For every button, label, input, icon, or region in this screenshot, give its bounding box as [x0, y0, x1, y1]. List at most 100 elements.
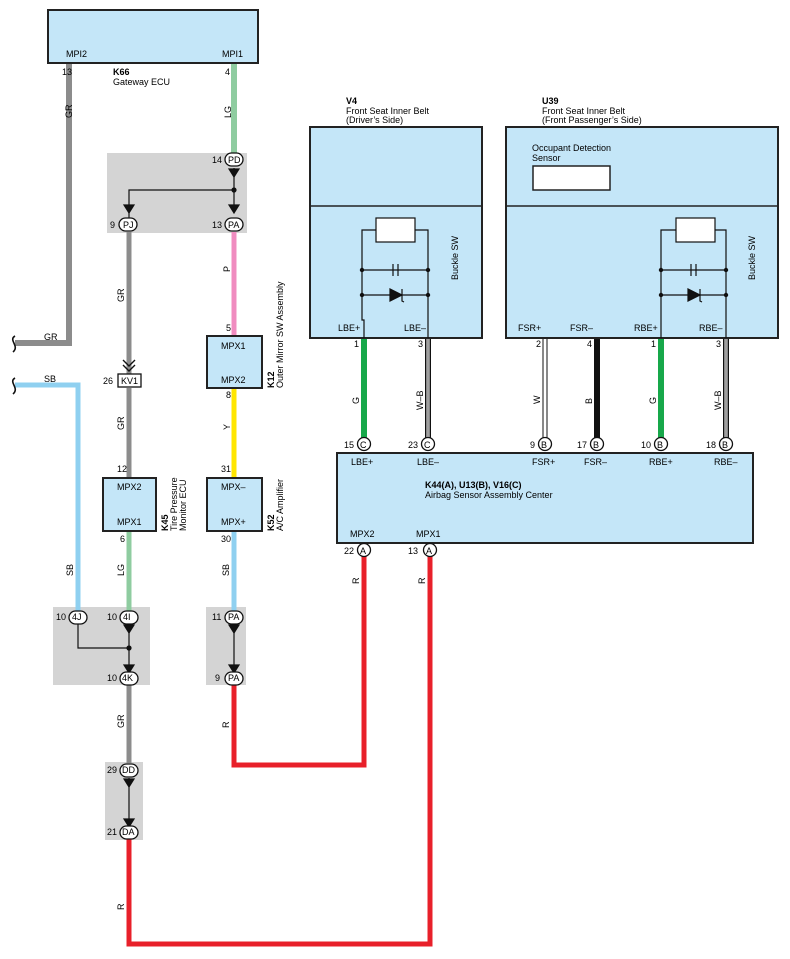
pd-connector-label: PD	[228, 155, 241, 165]
airbag-conn-num-9: 9	[530, 440, 535, 450]
u39-line1: Front Seat Inner Belt	[542, 106, 626, 116]
jc-4k-label: 4K	[122, 673, 133, 683]
jc-4i-label: 4I	[123, 612, 131, 622]
k45-box	[102, 477, 157, 532]
airbag-pin-rbe-plus: RBE+	[649, 457, 673, 467]
u39-box	[505, 126, 779, 339]
airbag-pin-rbe-minus: RBE–	[714, 457, 738, 467]
wire-r-pa	[231, 556, 367, 768]
kv1-chevron-icon	[122, 359, 136, 372]
k52-name: A/C Amplifier	[275, 479, 285, 531]
airbag-conn-num-10: 10	[641, 440, 651, 450]
pj-connector-label: PJ	[123, 220, 134, 230]
occupant-sensor-box	[532, 165, 611, 191]
airbag-conn-letter-a2: A	[426, 546, 432, 556]
pd-pin-num: 14	[212, 155, 222, 165]
u39-line2: (Front Passenger’s Side)	[542, 115, 642, 125]
jc-4k-pin-num: 10	[107, 673, 117, 683]
airbag-pin-mpx2: MPX2	[350, 529, 375, 539]
u39-pin-fsr-minus: FSR–	[570, 323, 593, 333]
junction-dd-wiring	[122, 778, 136, 829]
k12-name: Outer Mirror SW Assembly	[275, 281, 285, 388]
k45-pin-mpx1: MPX1	[117, 517, 142, 527]
wire-label-sb-4j: SB	[65, 564, 75, 576]
k52-pin-mpx-plus: MPX+	[221, 517, 246, 527]
k66-code: K66	[113, 67, 130, 77]
v4-pin-num-1: 1	[354, 339, 359, 349]
u39-pin-num-4: 4	[587, 339, 592, 349]
junction-top-wiring	[122, 168, 241, 218]
wire-label-lg-k45: LG	[116, 564, 126, 576]
airbag-pin-fsr-plus: FSR+	[532, 457, 555, 467]
k45-code: K45	[160, 514, 170, 531]
v4-switch-label: Buckle SW	[450, 235, 460, 280]
jc-da-pin-num: 21	[107, 827, 117, 837]
ecu-k66-box	[47, 9, 259, 64]
jc-k52-pa2-pin-num: 9	[215, 673, 220, 683]
k45-pin-num-6: 6	[120, 534, 125, 544]
k12-pin-mpx2: MPX2	[221, 375, 246, 385]
airbag-pin-fsr-minus: FSR–	[584, 457, 607, 467]
airbag-conn-letter-c2: C	[424, 440, 431, 450]
wire-label-p-pa: P	[222, 266, 232, 272]
wire-label-lg-k66: LG	[223, 106, 233, 118]
airbag-pin-mpx1: MPX1	[416, 529, 441, 539]
jc-da-label: DA	[122, 827, 135, 837]
wire-label-gr-kv1: GR	[116, 416, 126, 430]
jc-dd-label: DD	[122, 765, 135, 775]
wire-label-r-da: R	[116, 903, 126, 910]
k12-code: K12	[266, 371, 276, 388]
wire-label-wb-rbe: W–B	[713, 390, 723, 410]
wire-gr-k66	[15, 64, 72, 346]
u39-pin-num-2: 2	[536, 339, 541, 349]
k45-line2: Monitor ECU	[178, 479, 188, 531]
u39-pin-num-1: 1	[651, 339, 656, 349]
jc-k52-pa1-label: PA	[228, 612, 239, 622]
v4-line1: Front Seat Inner Belt	[346, 106, 430, 116]
k45-line1: Tire Pressure	[169, 477, 179, 531]
u39-sensor-line1: Occupant Detection	[532, 143, 611, 153]
airbag-conn-num-18: 18	[706, 440, 716, 450]
k66-name: Gateway ECU	[113, 77, 170, 87]
airbag-conn-num-22: 22	[344, 546, 354, 556]
wire-break-gr	[11, 335, 17, 353]
jc-k52-pa1-pin-num: 11	[212, 612, 221, 622]
airbag-conn-letter-c1: C	[360, 440, 367, 450]
wire-label-r-mpx1: R	[417, 577, 427, 584]
wire-sb-left	[15, 382, 81, 612]
airbag-conn-letter-b1: B	[541, 440, 547, 450]
u39-sensor-line2: Sensor	[532, 153, 561, 163]
v4-pin-lbe-plus: LBE+	[338, 323, 360, 333]
k66-pin-mpi2: MPI2	[66, 49, 87, 59]
airbag-conn-num-13: 13	[408, 546, 418, 556]
k52-box	[206, 477, 263, 532]
wire-label-g-lbe: G	[351, 397, 361, 404]
kv1-pin-num: 26	[103, 376, 113, 386]
u39-pin-rbe-plus: RBE+	[634, 323, 658, 333]
junction-k52-wiring	[227, 624, 241, 675]
airbag-conn-num-15: 15	[344, 440, 354, 450]
u39-pin-num-3: 3	[716, 339, 721, 349]
wire-label-gr-left: GR	[44, 332, 58, 342]
wire-label-gr-k66: GR	[64, 104, 74, 118]
wire-label-y-k12: Y	[222, 424, 232, 430]
wire-label-w-fsr: W	[532, 395, 542, 404]
airbag-pin-lbe-plus: LBE+	[351, 457, 373, 467]
u39-pin-rbe-minus: RBE–	[699, 323, 723, 333]
buckle-switch-u39	[658, 217, 729, 338]
k12-box	[206, 335, 263, 389]
airbag-conn-letter-b2: B	[593, 440, 599, 450]
v4-pin-num-3: 3	[418, 339, 423, 349]
wire-r-da	[126, 556, 433, 947]
wire-label-wb-lbe: W–B	[415, 390, 425, 410]
k45-pin-num-12: 12	[117, 464, 127, 474]
jc-4j-pin-num: 10	[56, 612, 66, 622]
wire-label-g-rbe: G	[648, 397, 658, 404]
v4-line2: (Driver’s Side)	[346, 115, 403, 125]
airbag-conn-num-17: 17	[577, 440, 587, 450]
v4-code: V4	[346, 96, 357, 106]
airbag-conn-letter-a1: A	[360, 546, 366, 556]
k45-pin-mpx2: MPX2	[117, 482, 142, 492]
k12-pin-mpx1: MPX1	[221, 341, 246, 351]
